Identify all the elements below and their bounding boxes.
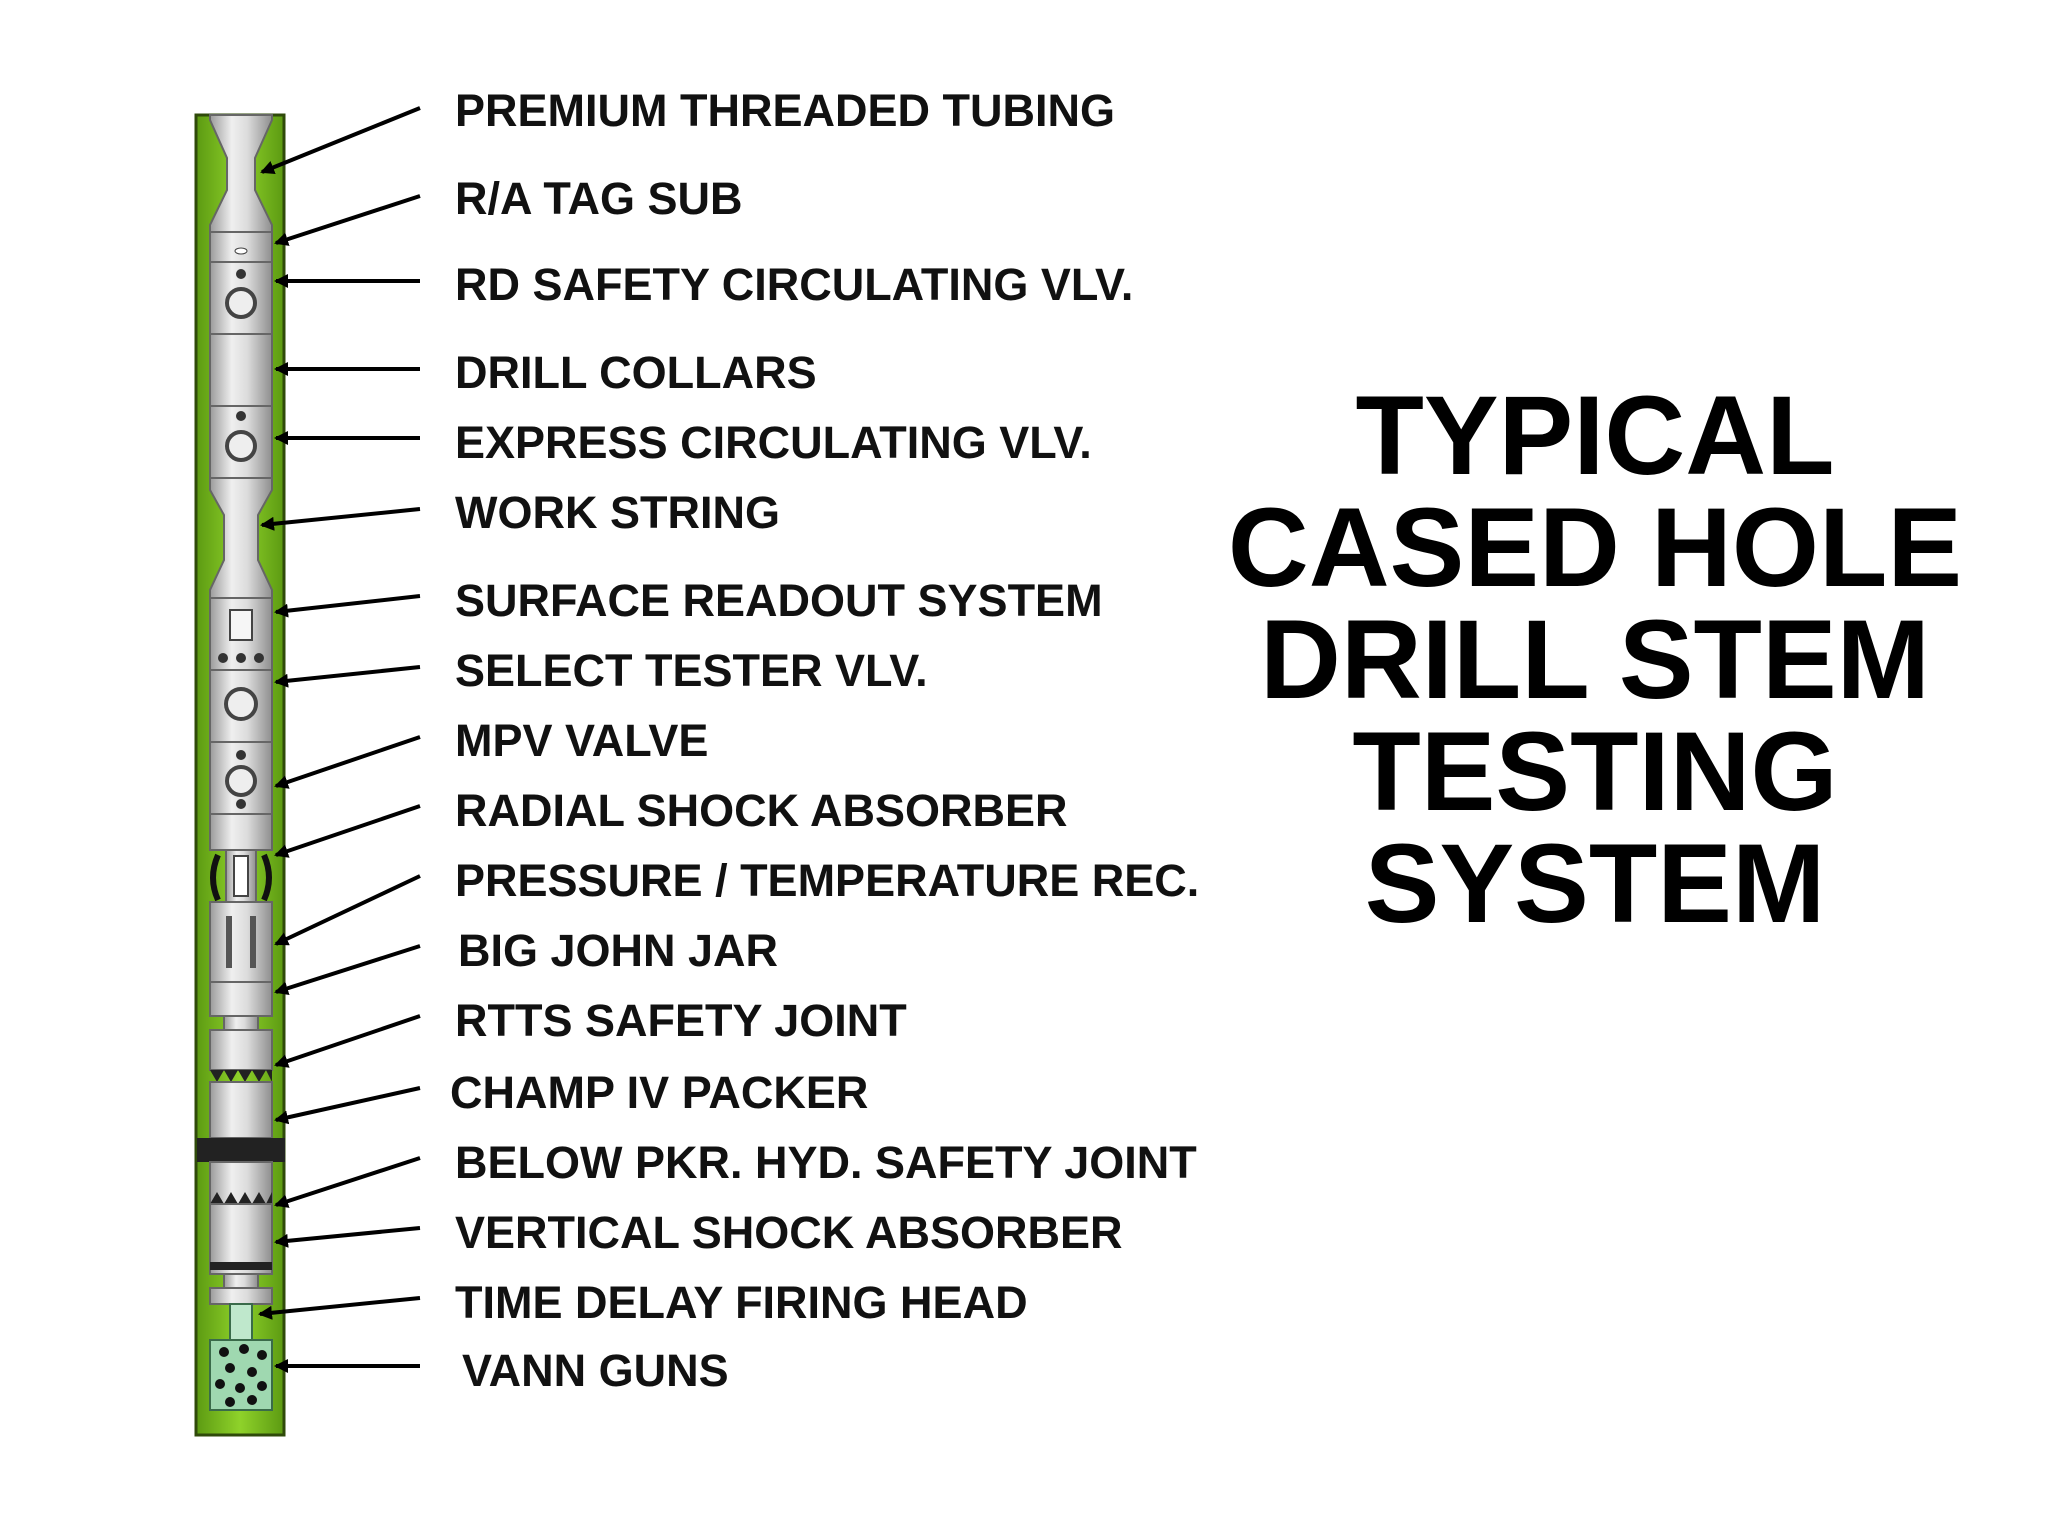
label-mpv-valve: MPV VALVE — [455, 715, 708, 766]
label-vertical-shock-absorber: VERTICAL SHOCK ABSORBER — [455, 1207, 1123, 1258]
title-line-1: TYPICAL — [1355, 373, 1834, 498]
tool-string — [197, 114, 285, 1411]
port-ring — [224, 687, 258, 721]
arrow-champ-iv-packer — [274, 1086, 421, 1125]
title-line-3: DRILL STEM — [1260, 597, 1930, 722]
label-select-tester-vlv: SELECT TESTER VLV. — [455, 645, 928, 696]
label-premium-threaded-tubing: PREMIUM THREADED TUBING — [455, 85, 1115, 136]
port-ring — [225, 430, 257, 462]
label-vann-guns: VANN GUNS — [462, 1345, 729, 1396]
arrow-premium-threaded-tubing — [260, 106, 421, 174]
packer-mandrel — [209, 1081, 273, 1139]
port-dot — [236, 411, 246, 421]
arrow-select-tester — [274, 665, 421, 688]
label-pressure-temperature-rec: PRESSURE / TEMPERATURE REC. — [455, 855, 1199, 906]
label-big-john-jar: BIG JOHN JAR — [458, 925, 778, 976]
label-work-string: WORK STRING — [455, 487, 780, 538]
arrow-big-john-jar — [274, 944, 421, 996]
port-dot — [236, 750, 246, 760]
label-surface-readout-system: SURFACE READOUT SYSTEM — [455, 575, 1103, 626]
drill-collars — [209, 333, 273, 407]
label-rd-safety-circulating-vlv: RD SAFETY CIRCULATING VLV. — [455, 259, 1133, 310]
pt-recorder-body — [209, 901, 273, 983]
port-dot — [236, 799, 246, 809]
port-dot — [236, 653, 246, 663]
shock-bracket-left — [210, 853, 221, 902]
label-rtts-safety-joint: RTTS SAFETY JOINT — [455, 995, 907, 1046]
arrow-hyd-safety-joint — [274, 1156, 421, 1208]
shock-band — [210, 1262, 272, 1270]
port-dot — [254, 653, 264, 663]
readout-window — [229, 609, 253, 641]
big-john-jar — [209, 981, 273, 1017]
label-drill-collars: DRILL COLLARS — [455, 347, 817, 398]
title-line-2: CASED HOLE — [1228, 485, 1962, 610]
component-labels: PREMIUM THREADED TUBING R/A TAG SUB RD S… — [450, 85, 1199, 1396]
label-champ-iv-packer: CHAMP IV PACKER — [450, 1067, 868, 1118]
arrow-work-string — [260, 507, 421, 531]
arrow-ra-tag-sub — [274, 194, 421, 246]
title-line-4: TESTING — [1352, 709, 1837, 834]
port-dot — [236, 269, 246, 279]
tag-marker — [234, 247, 248, 255]
port-ring — [225, 765, 257, 797]
slip-teeth — [210, 1192, 272, 1204]
shock-bracket-right — [261, 853, 272, 902]
leader-arrows — [258, 106, 421, 1373]
jar-neck — [223, 1015, 259, 1031]
recorder-slot — [226, 916, 232, 968]
arrow-radial-shock — [274, 804, 421, 858]
radial-shock-absorber — [209, 813, 273, 851]
arrow-mpv-valve — [274, 735, 421, 789]
label-below-pkr-hyd-safety-joint: BELOW PKR. HYD. SAFETY JOINT — [455, 1137, 1197, 1188]
ra-tag-sub — [209, 231, 273, 263]
title-line-5: SYSTEM — [1365, 821, 1826, 946]
packer-element — [197, 1138, 285, 1162]
shock-lower — [209, 1287, 273, 1305]
label-time-delay-firing-head: TIME DELAY FIRING HEAD — [455, 1277, 1028, 1328]
gun-shots — [215, 1344, 267, 1407]
arrow-vertical-shock — [274, 1226, 421, 1248]
rtts-safety-joint — [209, 1029, 273, 1071]
slip-teeth — [210, 1070, 272, 1082]
arrow-pt-recorder — [274, 874, 421, 946]
arrow-surface-readout — [274, 594, 421, 618]
recorder-slot — [250, 916, 256, 968]
arrow-rtts-safety-joint — [274, 1014, 421, 1068]
diagram-title: TYPICAL CASED HOLE DRILL STEM TESTING SY… — [1228, 373, 1962, 946]
arrow-firing-head — [258, 1296, 421, 1320]
label-ra-tag-sub: R/A TAG SUB — [455, 173, 743, 224]
port-ring — [225, 287, 257, 319]
shock-neck — [223, 1273, 259, 1289]
port-dot — [218, 653, 228, 663]
firing-head — [229, 1303, 253, 1341]
label-radial-shock-absorber: RADIAL SHOCK ABSORBER — [455, 785, 1068, 836]
gauge-slot — [233, 855, 249, 897]
label-express-circulating-vlv: EXPRESS CIRCULATING VLV. — [455, 417, 1092, 468]
